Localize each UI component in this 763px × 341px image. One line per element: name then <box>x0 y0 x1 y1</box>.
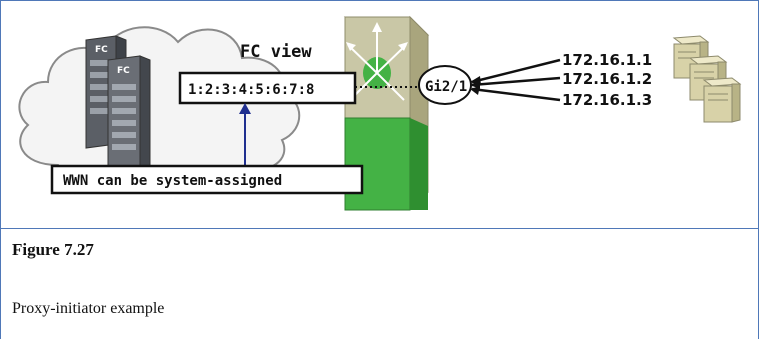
wwn-note-box <box>50 164 364 195</box>
switch-icon <box>343 15 430 211</box>
figure-description: Proxy-initiator example <box>12 300 165 317</box>
ip-address-3: 172.16.1.3 <box>562 91 652 109</box>
fc-storage-label-1: FC <box>95 45 108 55</box>
ip-arrows <box>471 58 561 102</box>
figure-diagram: FC FC FC view <box>18 15 742 211</box>
ip-address-2: 172.16.1.2 <box>562 70 652 88</box>
port-label: Gi2/1 <box>425 79 467 95</box>
fc-view-label: FC view <box>240 42 312 62</box>
fc-storage-icon-front <box>107 55 151 173</box>
wwn-address: 1:2:3:4:5:6:7:8 <box>188 82 314 98</box>
wwn-note: WWN can be system-assigned <box>63 173 282 189</box>
fc-storage-label-2: FC <box>117 66 130 76</box>
caption-divider <box>0 228 758 229</box>
diagram-canvas: FC FC FC view <box>18 15 742 211</box>
figure-title: Figure 7.27 <box>12 240 94 259</box>
arrowheads <box>470 76 481 95</box>
server-icon-group <box>672 35 742 123</box>
ip-address-1: 172.16.1.1 <box>562 51 652 69</box>
note-arrowhead <box>239 103 251 114</box>
